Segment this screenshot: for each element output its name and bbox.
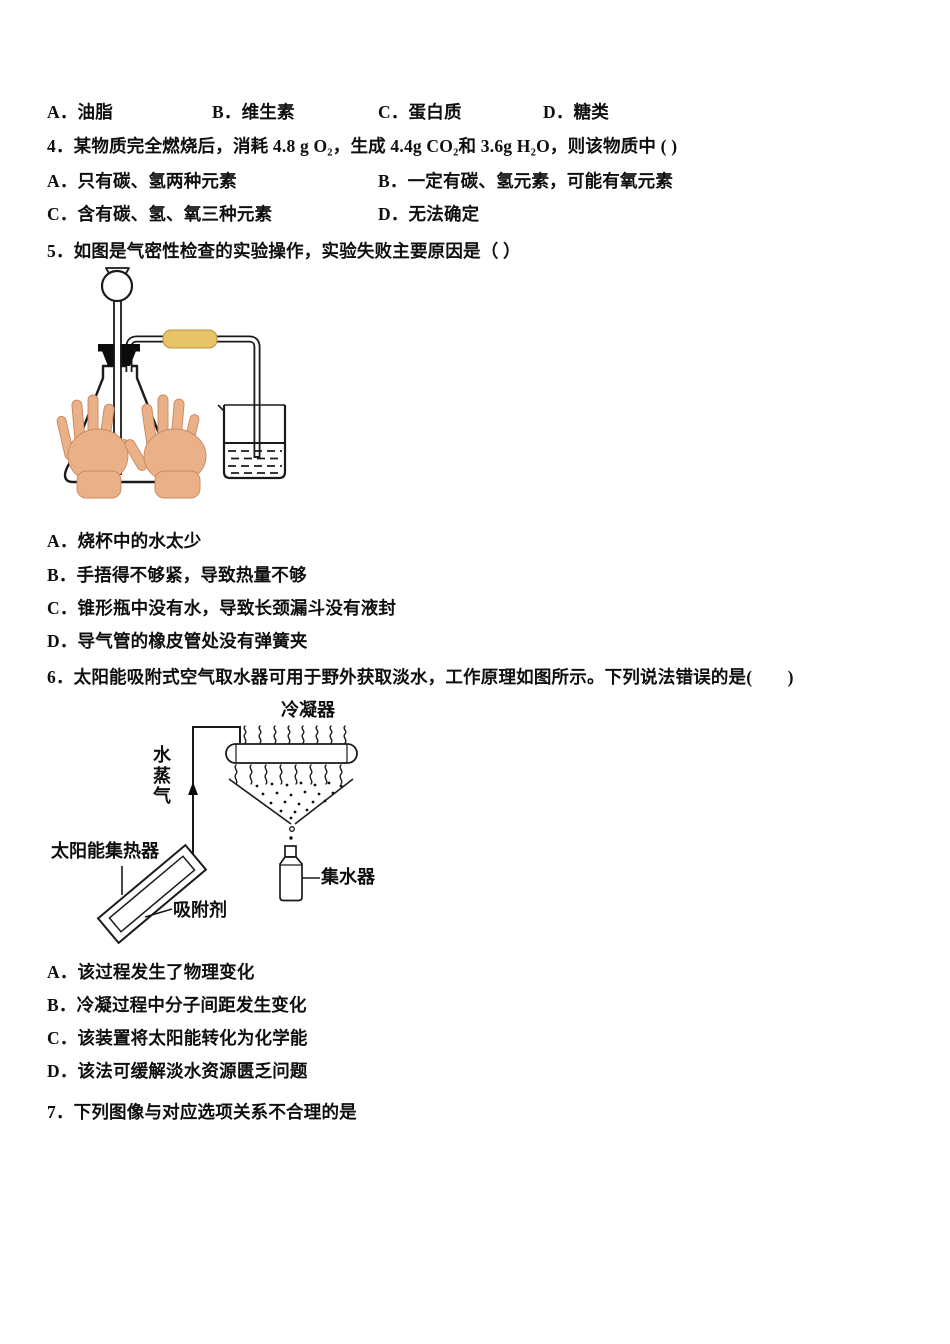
q6-option-a: A．该过程发生了物理变化	[47, 962, 255, 982]
q6-option-c: C．该装置将太阳能转化为化学能	[47, 1028, 308, 1048]
q4-option-c: C．含有碳、氢、氧三种元素	[47, 204, 273, 224]
condenser	[225, 743, 358, 764]
question-7-stem: 7．下列图像与对应选项关系不合理的是	[47, 1102, 357, 1122]
adsorbent-pointer	[144, 908, 173, 918]
vapor-label: 水蒸气	[153, 745, 171, 806]
q5-option-a: A．烧杯中的水太少	[47, 531, 202, 551]
q3-option-a: A．油脂	[47, 102, 113, 122]
q5-option-c: C．锥形瓶中没有水，导致长颈漏斗没有液封	[47, 598, 397, 618]
heat-squiggles	[234, 725, 347, 785]
adsorbent-label: 吸附剂	[173, 900, 227, 920]
funnel-bulb	[100, 269, 134, 303]
beaker	[217, 404, 287, 480]
falling-drop	[289, 826, 295, 832]
water-dashes	[228, 450, 282, 474]
q3-option-b: B．维生素	[212, 102, 295, 122]
condenser-label: 冷凝器	[281, 700, 335, 720]
question-6-stem: 6．太阳能吸附式空气取水器可用于野外获取淡水，工作原理如图所示。下列说法错误的是…	[47, 667, 794, 687]
rubber-tube-connector	[162, 329, 218, 349]
adsorbent-layer	[108, 855, 196, 933]
q5-option-b: B．手捂得不够紧，导致热量不够	[47, 565, 307, 585]
solar-collector-label: 太阳能集热器	[51, 841, 159, 861]
q6-option-d: D．该法可缓解淡水资源匮乏问题	[47, 1061, 308, 1081]
question-5-stem: 5．如图是气密性检查的实验操作，实验失败主要原因是（ ）	[47, 241, 521, 261]
q5-option-d: D．导气管的橡皮管处没有弹簧夹	[47, 631, 308, 651]
q5-apparatus-diagram	[55, 265, 305, 499]
q4-option-b: B．一定有碳、氢元素，可能有氧元素	[378, 171, 674, 191]
right-hand	[124, 394, 207, 499]
q4-option-a: A．只有碳、氢两种元素	[47, 171, 237, 191]
q3-option-d: D．糖类	[543, 102, 609, 122]
q4-option-d: D．无法确定	[378, 204, 480, 224]
question-4-stem: 4．某物质完全燃烧后，消耗 4.8 g O₂，生成 4.4g CO₂和 3.6g…	[47, 136, 678, 156]
left-hand	[56, 394, 130, 499]
vapor-arrow-icon	[188, 782, 198, 795]
solar-collector-panel	[96, 843, 208, 944]
q6-option-b: B．冷凝过程中分子间距发生变化	[47, 995, 307, 1015]
q6-solar-device-diagram: 冷凝器 水蒸气 太阳能集热器 吸附剂 集水器	[45, 698, 390, 944]
droplet-dots	[255, 781, 343, 820]
water-collector-label: 集水器	[321, 867, 375, 887]
q3-option-c: C．蛋白质	[378, 102, 462, 122]
water-collector-bottle	[279, 845, 303, 902]
falling-drop-2	[289, 836, 293, 840]
